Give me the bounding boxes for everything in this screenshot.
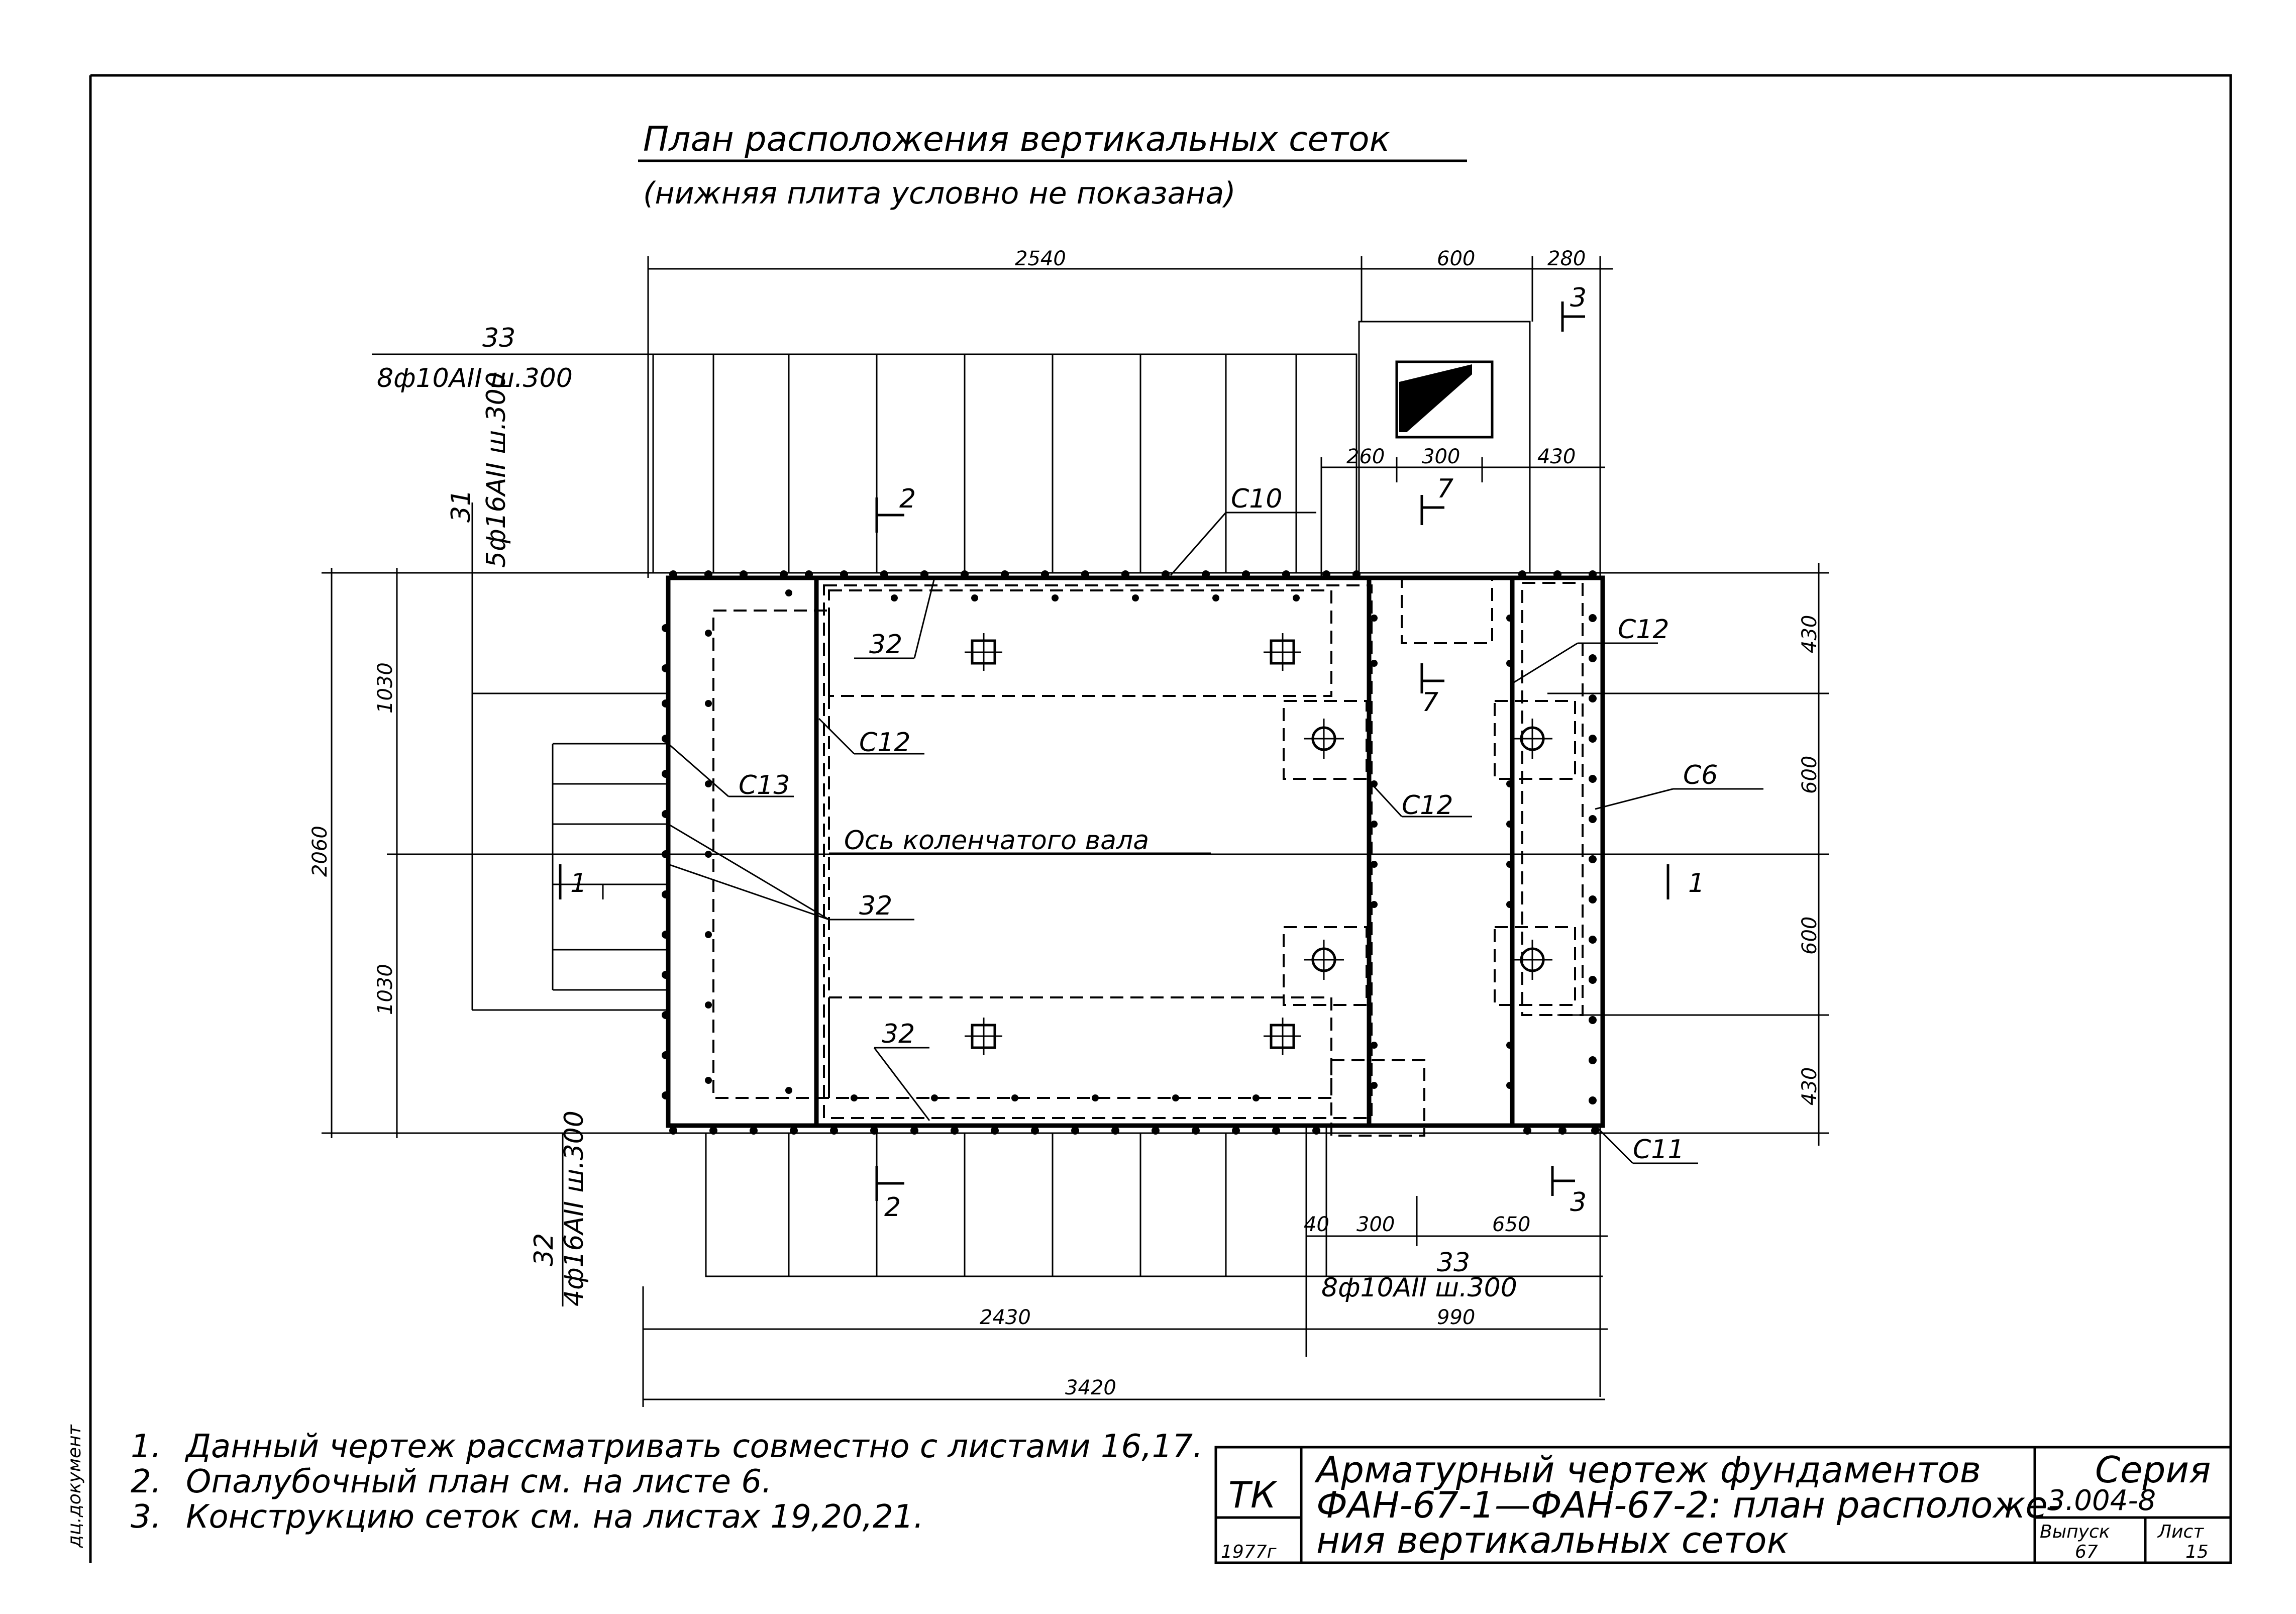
svg-text:990: 990	[1437, 1306, 1475, 1329]
year: 1977г	[1221, 1542, 1277, 1562]
svg-text:Данный чертеж рассматривать со: Данный чертеж рассматривать совместно с …	[184, 1428, 1203, 1465]
svg-text:300: 300	[1422, 445, 1460, 468]
svg-text:32: 32	[882, 1019, 915, 1049]
title-block: ТК 1977г Арматурный чертеж фундаментов Ф…	[1214, 1446, 2232, 1564]
sheet-label: Лист	[2157, 1522, 2204, 1542]
top-bar-hatch	[652, 353, 1358, 574]
section-1-marks: 1 1	[559, 864, 1705, 899]
notes: 1. Данный чертеж рассматривать совместно…	[131, 1428, 1203, 1536]
svg-text:280: 280	[1547, 247, 1586, 270]
axis-label: Ось коленчатого вала	[844, 826, 1149, 856]
svg-text:1.: 1.	[131, 1428, 161, 1465]
section-marks: 2 2 3 3 7 7	[875, 283, 1587, 1223]
sheet-value: 15	[2185, 1542, 2209, 1562]
svg-text:С11: С11	[1633, 1135, 1684, 1165]
drawing-title: План расположения вертикальных сеток	[643, 120, 1390, 159]
right-dimension-chain: 430 600 600 430	[1547, 563, 1829, 1146]
inner-dimension-chain: 260 300 430	[1320, 445, 1605, 578]
svg-text:3: 3	[1570, 283, 1587, 313]
svg-text:С6: С6	[1683, 760, 1718, 790]
series-label: Серия	[2095, 1449, 2211, 1491]
svg-text:2540: 2540	[1015, 247, 1066, 270]
svg-text:С12: С12	[859, 728, 910, 758]
svg-text:Конструкцию сеток см. на листа: Конструкцию сеток см. на листах 19,20,21…	[186, 1498, 924, 1536]
bar-32-spec: 4ф16АII ш.300	[559, 1111, 589, 1306]
issue-label: Выпуск	[2040, 1522, 2110, 1542]
svg-text:650: 650	[1492, 1213, 1530, 1236]
issue-value: 67	[2075, 1542, 2098, 1562]
svg-text:2: 2	[884, 1192, 901, 1223]
svg-text:2.: 2.	[131, 1463, 161, 1500]
doc-name-2: ФАН-67-1—ФАН-67-2: план расположе-	[1316, 1484, 2061, 1526]
anchor-bolt-squares	[965, 633, 1576, 1055]
svg-text:40: 40	[1304, 1213, 1329, 1236]
svg-text:С13: С13	[739, 770, 790, 800]
svg-text:32: 32	[869, 630, 902, 660]
svg-text:7: 7	[1422, 687, 1438, 718]
svg-text:7: 7	[1437, 474, 1453, 504]
bar-31-leader: 31 5ф16АII ш.300	[446, 372, 668, 1011]
svg-text:300: 300	[1356, 1213, 1395, 1236]
svg-text:3420: 3420	[1065, 1376, 1116, 1399]
sheet-frame	[89, 74, 2232, 1564]
svg-text:3.: 3.	[131, 1498, 161, 1536]
mesh-labels: С10 С12 С12 С12 С13 С6 С11 32 32 32	[668, 484, 1763, 1165]
svg-text:33: 33	[1437, 1248, 1470, 1278]
svg-text:1: 1	[1688, 868, 1705, 898]
svg-text:600: 600	[1798, 917, 1821, 955]
svg-text:430: 430	[1798, 1067, 1821, 1105]
svg-text:Опалубочный план см. на листе: Опалубочный план см. на листе 6.	[186, 1463, 772, 1500]
bottom-dimension-chain: 40 300 650 33 8ф10АII ш.300 2430 990 342…	[642, 1126, 1608, 1407]
doc-name-1: Арматурный чертеж фундаментов	[1314, 1449, 1981, 1491]
svg-text:1: 1	[570, 868, 587, 898]
left-dimension-chain: 2060 1030 1030	[308, 568, 668, 1138]
bar-33-top-spec: 8ф10АII ш.300	[377, 363, 573, 393]
svg-text:3: 3	[1570, 1187, 1587, 1218]
svg-text:С12: С12	[1618, 615, 1669, 645]
svg-text:260: 260	[1346, 445, 1385, 468]
svg-text:1030: 1030	[374, 964, 397, 1015]
svg-text:31: 31	[446, 489, 476, 523]
svg-text:2430: 2430	[980, 1306, 1031, 1329]
svg-text:430: 430	[1537, 445, 1576, 468]
svg-text:5ф16АII ш.300: 5ф16АII ш.300	[481, 372, 511, 568]
svg-text:2: 2	[899, 484, 916, 514]
svg-text:600: 600	[1437, 247, 1475, 270]
svg-text:32: 32	[859, 891, 892, 921]
drawing-subtitle: (нижняя плита условно не показана)	[643, 176, 1236, 211]
bottom-bar-hatch	[705, 1132, 1327, 1277]
svg-text:С10: С10	[1231, 484, 1282, 514]
svg-text:430: 430	[1798, 615, 1821, 653]
svg-text:2060: 2060	[308, 826, 332, 877]
svg-text:С12: С12	[1402, 790, 1453, 821]
bar-32-num: 32	[529, 1233, 559, 1266]
tk-logo: ТК	[1228, 1474, 1278, 1516]
side-stamp: дц.документ	[64, 1424, 85, 1548]
top-dimension-chain: 2540 600 280	[647, 247, 1613, 578]
series-value: 3.004-8	[2047, 1484, 2156, 1517]
doc-name-3: ния вертикальных сеток	[1316, 1519, 1789, 1561]
svg-text:1030: 1030	[374, 662, 397, 714]
svg-text:600: 600	[1798, 756, 1821, 794]
bar-33-top-num: 33	[482, 323, 515, 353]
svg-text:8ф10АII ш.300: 8ф10АII ш.300	[1321, 1273, 1517, 1303]
